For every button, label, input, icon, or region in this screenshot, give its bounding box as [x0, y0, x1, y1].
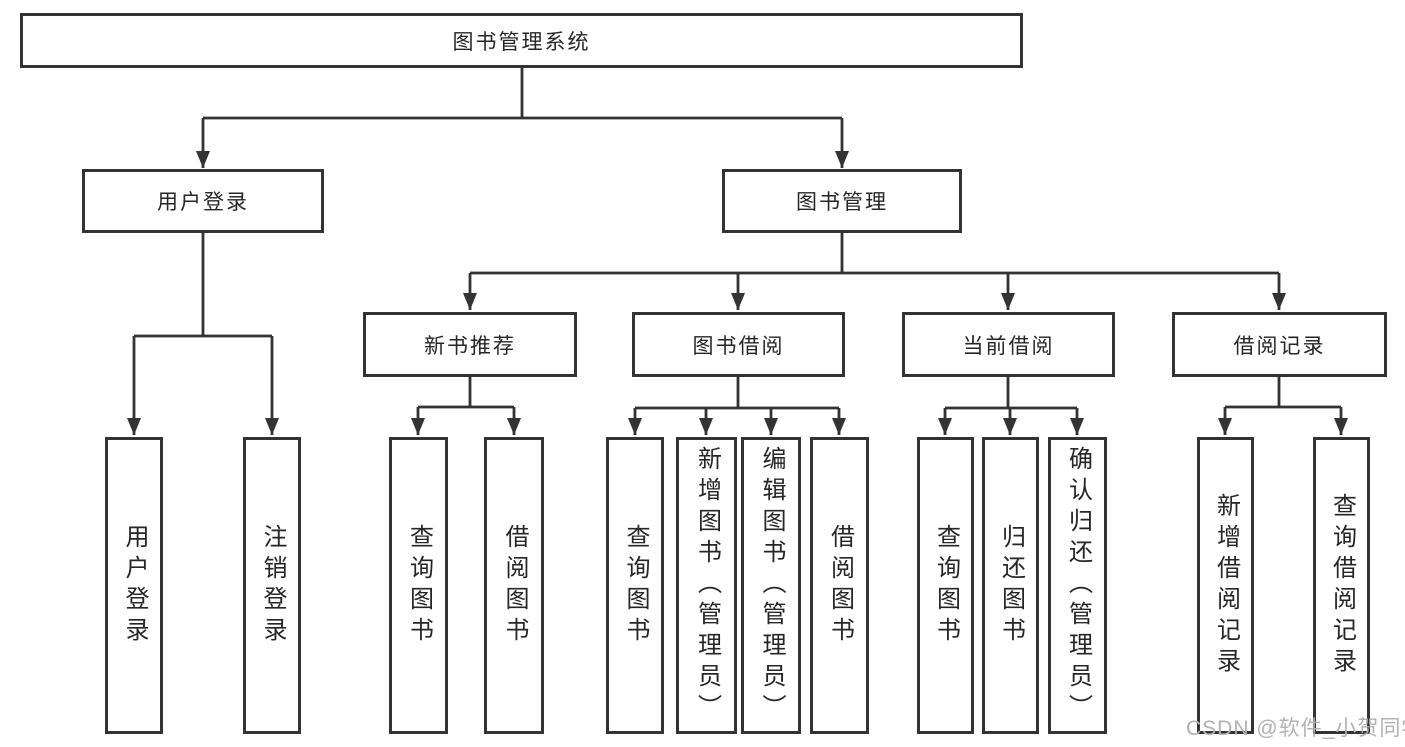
csdn-watermark: CSDN @软件_小贺同学 [1186, 717, 1405, 740]
leaf-add-borrow-record-label: 新增借阅记录 [1212, 492, 1240, 679]
node-book-borrowing-label: 图书借阅 [692, 334, 785, 358]
leaf-user-login: 用户登录 [105, 437, 163, 734]
leaf-add-borrow-record: 新增借阅记录 [1197, 437, 1254, 734]
leaf-query-books-recommend-label: 查询图书 [405, 523, 433, 648]
node-library-system: 图书管理系统 [20, 13, 1023, 68]
node-user-login-label: 用户登录 [157, 191, 249, 214]
leaf-edit-book-admin-label: 编辑图书（管理员） [758, 446, 785, 725]
leaf-return-book: 归还图书 [982, 437, 1039, 734]
leaf-confirm-return-admin: 确认归还（管理员） [1048, 437, 1107, 734]
node-new-book-recommend-label: 新书推荐 [424, 334, 516, 358]
leaf-query-books-borrow: 查询图书 [606, 437, 664, 734]
leaf-query-books-current-label: 查询图书 [932, 523, 960, 648]
leaf-user-login-label: 用户登录 [121, 523, 148, 648]
node-book-management-label: 图书管理 [796, 191, 888, 214]
node-book-borrowing: 图书借阅 [632, 312, 845, 377]
leaf-query-borrow-record: 查询借阅记录 [1313, 437, 1370, 734]
leaf-logout-label: 注销登录 [259, 523, 286, 648]
leaf-borrow-books-label: 借阅图书 [826, 523, 854, 648]
node-current-borrowing-label: 当前借阅 [962, 334, 1055, 358]
leaf-borrow-books: 借阅图书 [810, 437, 869, 734]
leaf-logout: 注销登录 [243, 437, 301, 734]
node-borrowing-records: 借阅记录 [1172, 312, 1387, 377]
leaf-borrow-books-recommend-label: 借阅图书 [501, 523, 528, 648]
leaf-borrow-books-recommend: 借阅图书 [484, 437, 544, 734]
node-book-management: 图书管理 [722, 169, 962, 233]
leaf-query-books-borrow-label: 查询图书 [622, 523, 649, 648]
node-current-borrowing: 当前借阅 [902, 312, 1115, 377]
leaf-return-book-label: 归还图书 [997, 523, 1025, 648]
leaf-query-borrow-record-label: 查询借阅记录 [1328, 492, 1356, 679]
node-library-system-label: 图书管理系统 [452, 30, 591, 54]
node-new-book-recommend: 新书推荐 [363, 312, 577, 377]
leaf-add-book-admin: 新增图书（管理员） [676, 437, 737, 734]
leaf-query-books-recommend: 查询图书 [389, 437, 448, 734]
leaf-query-books-current: 查询图书 [917, 437, 974, 734]
leaf-add-book-admin-label: 新增图书（管理员） [693, 446, 721, 725]
leaf-edit-book-admin: 编辑图书（管理员） [741, 437, 801, 734]
node-borrowing-records-label: 借阅记录 [1233, 334, 1326, 358]
node-user-login: 用户登录 [82, 169, 324, 233]
leaf-confirm-return-admin-label: 确认归还（管理员） [1064, 446, 1092, 725]
